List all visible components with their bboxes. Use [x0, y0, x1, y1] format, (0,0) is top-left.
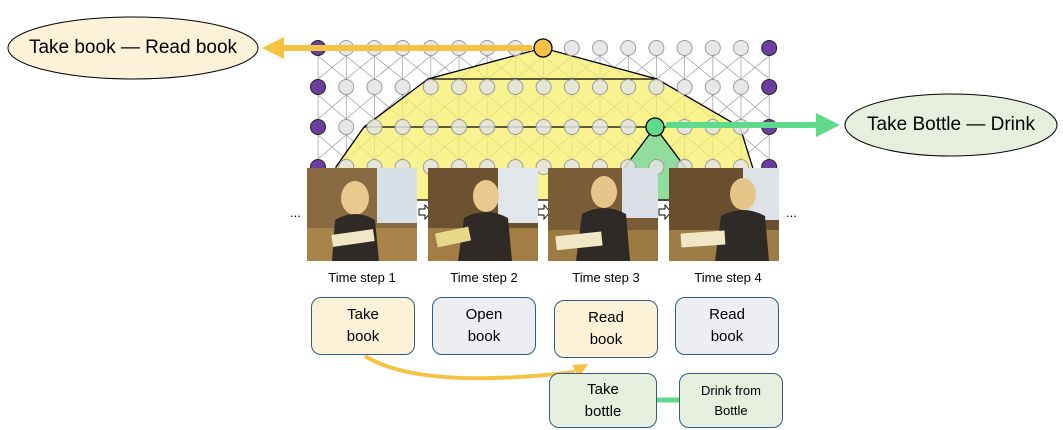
frame-4 — [669, 168, 779, 261]
graph-node — [394, 119, 411, 135]
graph-node — [563, 40, 580, 56]
frame-1 — [307, 168, 417, 261]
graph-node — [535, 79, 552, 95]
ellipsis-left: ... — [290, 205, 301, 220]
graph-edge — [740, 94, 770, 120]
graph-node — [479, 119, 496, 135]
frame-label-4: Time step 4 — [694, 270, 762, 285]
green-arrow-head — [816, 113, 840, 137]
graph-edge — [627, 55, 657, 80]
graph-node — [422, 119, 439, 135]
graph-node — [451, 79, 467, 95]
yellow-apex-node — [533, 38, 553, 58]
frame-label-3: Time step 3 — [572, 270, 640, 285]
action-take-bottle: Take bottle — [549, 373, 657, 428]
action-drink-from-bottle: Drink from Bottle — [679, 373, 783, 428]
take-to-read-arrow — [363, 354, 576, 381]
boundary-node — [761, 79, 778, 95]
ellipsis-right: ... — [786, 205, 797, 220]
boundary-node — [310, 119, 326, 135]
boundary-node — [761, 40, 778, 56]
left-label-ellipse — [7, 16, 259, 80]
graph-node — [620, 40, 637, 56]
action-open-book: Open book — [432, 297, 536, 355]
frame-3 — [548, 168, 658, 261]
graph-node — [338, 119, 355, 135]
graph-node — [648, 79, 665, 95]
graph-edge — [740, 55, 770, 80]
graph-edge — [345, 55, 375, 80]
graph-node — [451, 119, 467, 135]
action-read-book-1: Read book — [554, 300, 658, 358]
graph-node — [620, 119, 637, 135]
yellow-arrow-head — [262, 37, 284, 59]
graph-node — [366, 119, 383, 135]
graph-edge — [712, 94, 742, 120]
graph-node — [704, 79, 721, 95]
graph-node — [422, 79, 439, 95]
graph-node — [676, 40, 693, 56]
frame-label-2: Time step 2 — [450, 270, 518, 285]
right-label-ellipse — [844, 93, 1058, 157]
graph-node — [479, 79, 496, 95]
graph-edge — [345, 94, 375, 120]
graph-node — [704, 40, 721, 56]
graph-node — [366, 79, 383, 95]
graph-node — [563, 79, 580, 95]
graph-node — [394, 79, 411, 95]
right-label-text: Take Bottle — Drink — [867, 114, 1035, 135]
graph-node — [507, 79, 524, 95]
graph-edge — [740, 134, 770, 160]
graph-node — [338, 79, 355, 95]
graph-node — [563, 119, 580, 135]
graph-edge — [684, 55, 714, 80]
frame-label-1: Time step 1 — [328, 270, 396, 285]
take-to-read-arrow-head — [572, 364, 588, 378]
graph-node — [535, 119, 552, 135]
action-read-book-2: Read book — [675, 297, 779, 355]
graph-edge — [317, 134, 347, 160]
graph-node — [733, 40, 749, 56]
graph-edge — [712, 55, 742, 80]
graph-node — [592, 79, 608, 95]
graph-node — [620, 79, 637, 95]
graph-edge — [317, 55, 347, 80]
graph-edge — [317, 94, 347, 120]
graph-edge — [374, 55, 403, 80]
boundary-node — [310, 79, 326, 95]
green-apex-node — [645, 117, 665, 137]
graph-node — [648, 40, 665, 56]
graph-edge — [656, 55, 685, 80]
graph-node — [535, 159, 552, 175]
frame-2 — [428, 168, 538, 261]
graph-node — [676, 79, 693, 95]
left-label-text: Take book — Read book — [28, 37, 238, 58]
graph-edge — [402, 55, 432, 80]
graph-node — [592, 119, 608, 135]
graph-node — [592, 40, 608, 56]
graph-node — [507, 119, 524, 135]
graph-node — [733, 79, 749, 95]
action-take-book: Take book — [311, 297, 415, 355]
